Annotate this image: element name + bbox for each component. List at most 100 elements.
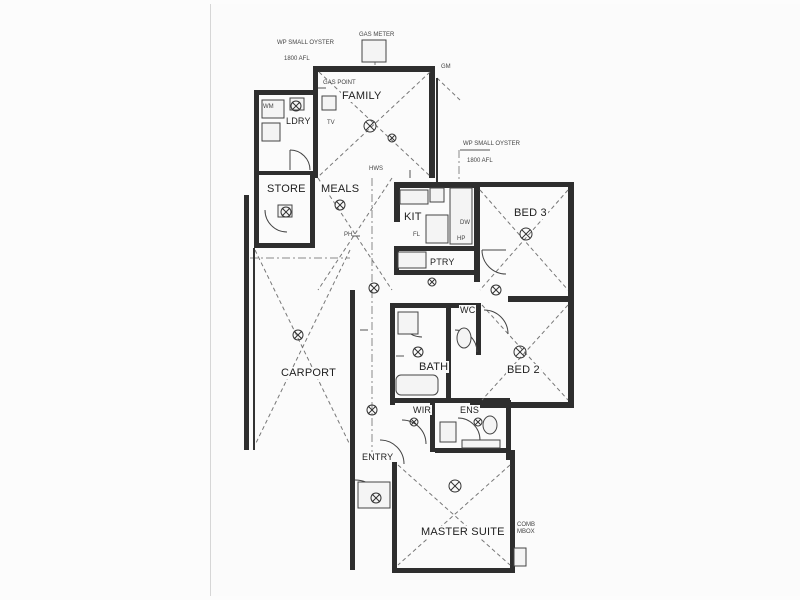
wall	[392, 462, 397, 572]
room-label-master-suite: MASTER SUITE	[420, 526, 506, 538]
wall	[394, 182, 478, 188]
door-swing	[481, 249, 507, 275]
room-label-family: FAMILY	[341, 90, 383, 102]
wall	[446, 303, 451, 403]
door-swing	[483, 309, 509, 335]
wall	[254, 243, 314, 248]
line	[481, 304, 569, 401]
line	[318, 71, 431, 177]
toilet	[482, 415, 498, 435]
wall	[310, 175, 315, 248]
ceiling-lights	[280, 100, 533, 504]
wall	[350, 458, 355, 570]
note-dw: DW	[460, 220, 470, 226]
wall	[508, 296, 574, 302]
room-label-wc: WC	[459, 305, 477, 315]
ensuite-vanity	[439, 421, 457, 443]
note-gas-meter: GAS METER	[359, 32, 395, 38]
wall	[568, 296, 574, 408]
note-afl-right: 1800 AFL	[467, 158, 493, 164]
room-label-bed3: BED 3	[513, 207, 548, 219]
wall	[244, 195, 249, 450]
room-label-carport: CARPORT	[280, 367, 337, 379]
room-label-store: STORE	[266, 183, 307, 195]
room-label-laundry: LDRY	[285, 116, 312, 126]
wall	[394, 182, 400, 222]
note-hws: HWS	[369, 166, 383, 172]
note-fl: FL	[413, 232, 421, 238]
note-afl-top: 1800 AFL	[284, 56, 310, 62]
note-wp-oyster-top: WP SMALL OYSTER	[277, 40, 335, 46]
wall	[435, 448, 511, 453]
door-swing	[264, 209, 288, 233]
wall	[474, 182, 572, 187]
plan-sheet	[210, 4, 800, 596]
room-label-bath: BATH	[418, 361, 450, 373]
wall	[254, 171, 259, 247]
gas-meter-box	[361, 39, 387, 63]
cooktop	[425, 214, 449, 244]
note-tv: TV	[327, 120, 335, 126]
room-label-kitchen: KIT	[403, 211, 423, 223]
line	[254, 249, 351, 446]
wall	[350, 290, 355, 460]
electrical-marks	[318, 87, 411, 357]
note-wp-oyster-right: WP SMALL OYSTER	[463, 141, 521, 147]
wall	[510, 450, 515, 572]
wall	[313, 66, 318, 178]
trough	[261, 99, 285, 119]
note-wm: WM	[263, 104, 274, 110]
note-meterbox: COMB MBOX	[517, 522, 535, 535]
line	[317, 177, 393, 291]
room-label-entry: ENTRY	[361, 452, 395, 462]
wall	[254, 90, 316, 95]
wall	[476, 303, 481, 355]
room-label-wir: WIR	[412, 405, 433, 415]
door-swing	[401, 419, 427, 445]
wall	[392, 568, 515, 573]
room-label-bed2: BED 2	[506, 364, 541, 376]
wall	[394, 270, 474, 275]
room-label-ensuite: ENS	[459, 405, 481, 415]
vanity	[397, 311, 419, 335]
door-swing	[379, 439, 405, 465]
cabinet	[289, 97, 305, 111]
sink	[429, 187, 445, 203]
note-ph: PH	[344, 232, 353, 238]
wall	[390, 303, 450, 308]
room-label-meals: MEALS	[320, 183, 361, 195]
note-hp: HP	[457, 236, 466, 242]
wall	[254, 171, 316, 175]
wall	[254, 90, 259, 176]
wall	[506, 400, 511, 460]
wall	[568, 182, 574, 300]
line	[317, 177, 393, 291]
note-gm: GM	[441, 64, 451, 70]
wall	[430, 400, 435, 452]
wall	[394, 246, 399, 274]
counter	[399, 189, 429, 205]
toilet	[456, 327, 472, 349]
pantry-shelf	[397, 251, 427, 269]
room-label-pantry: PTRY	[429, 257, 456, 267]
wall	[390, 303, 395, 405]
shower	[461, 439, 501, 449]
meter-box	[513, 547, 527, 567]
counter	[449, 187, 473, 245]
bathtub	[395, 374, 439, 396]
door-swing	[457, 417, 481, 441]
wall	[470, 402, 574, 408]
washing-machine	[261, 122, 281, 142]
line	[318, 71, 431, 177]
line	[436, 77, 461, 101]
porch-box	[357, 481, 391, 509]
door-swing	[289, 149, 311, 171]
wall	[429, 66, 435, 178]
gas-point-box	[321, 95, 337, 111]
wall	[474, 182, 480, 282]
note-gas-point: GAS POINT	[323, 80, 356, 86]
wall	[390, 398, 510, 403]
wall	[315, 66, 435, 72]
wall	[394, 246, 474, 251]
